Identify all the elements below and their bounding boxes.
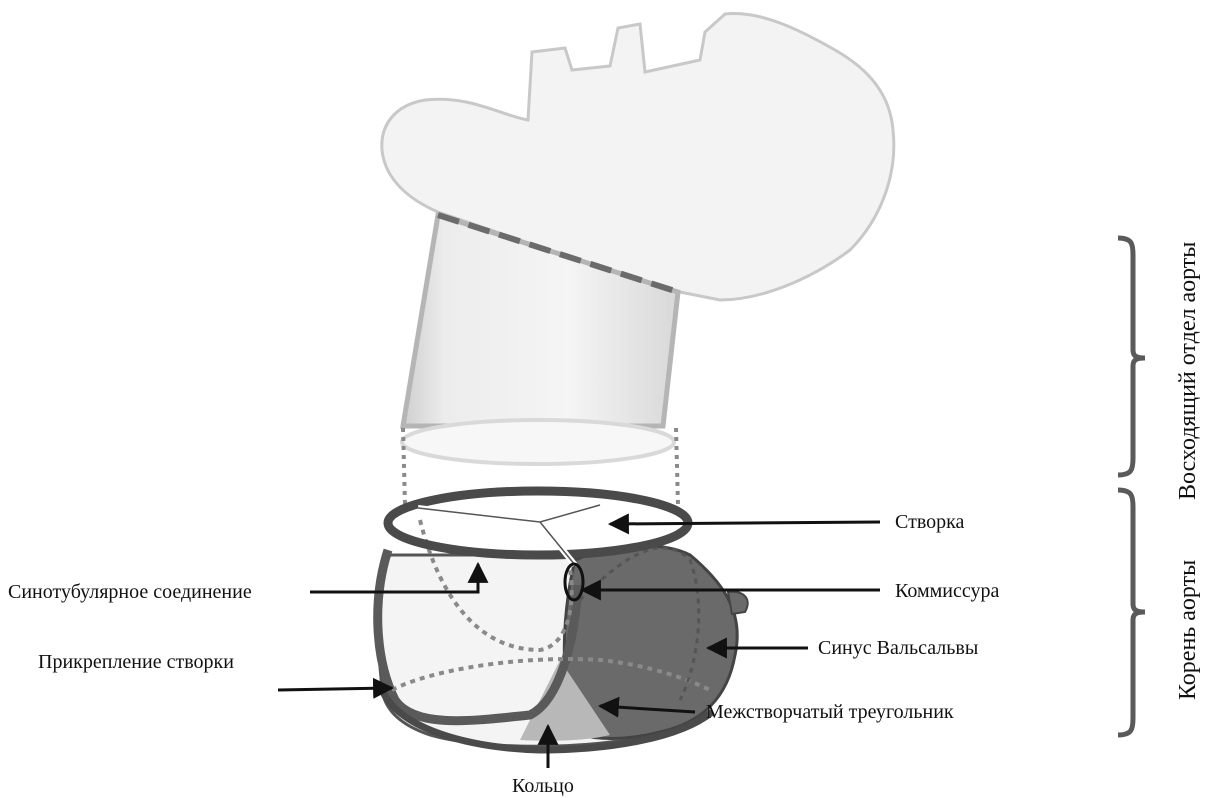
dotted-connector-right [676,428,678,505]
sinus-bump [728,592,748,614]
label-aortic-root: Корень аорты [1175,560,1201,700]
label-interleaflet-triangle: Межстворчатый треугольник [706,701,954,723]
label-leaflet: Створка [895,511,965,533]
arrow-leaflet [610,522,880,524]
label-sinus-valsalva: Синус Вальсальвы [818,637,978,659]
label-annulus: Кольцо [512,775,574,797]
label-leaflet-attachment: Прикрепление створки [38,651,234,673]
bracket-aortic-root [1118,490,1145,735]
label-ascending-aorta: Восходящий отдел аорты [1175,242,1201,500]
bracket-ascending-aorta [1118,238,1145,475]
label-sinotubular-junction: Синотубулярное соединение [8,581,252,603]
arrow-leaflet-attachment [278,688,392,690]
dotted-connector-left [403,428,405,505]
label-commissure: Коммиссура [895,580,999,602]
tube-bottom-ellipse [402,420,674,464]
